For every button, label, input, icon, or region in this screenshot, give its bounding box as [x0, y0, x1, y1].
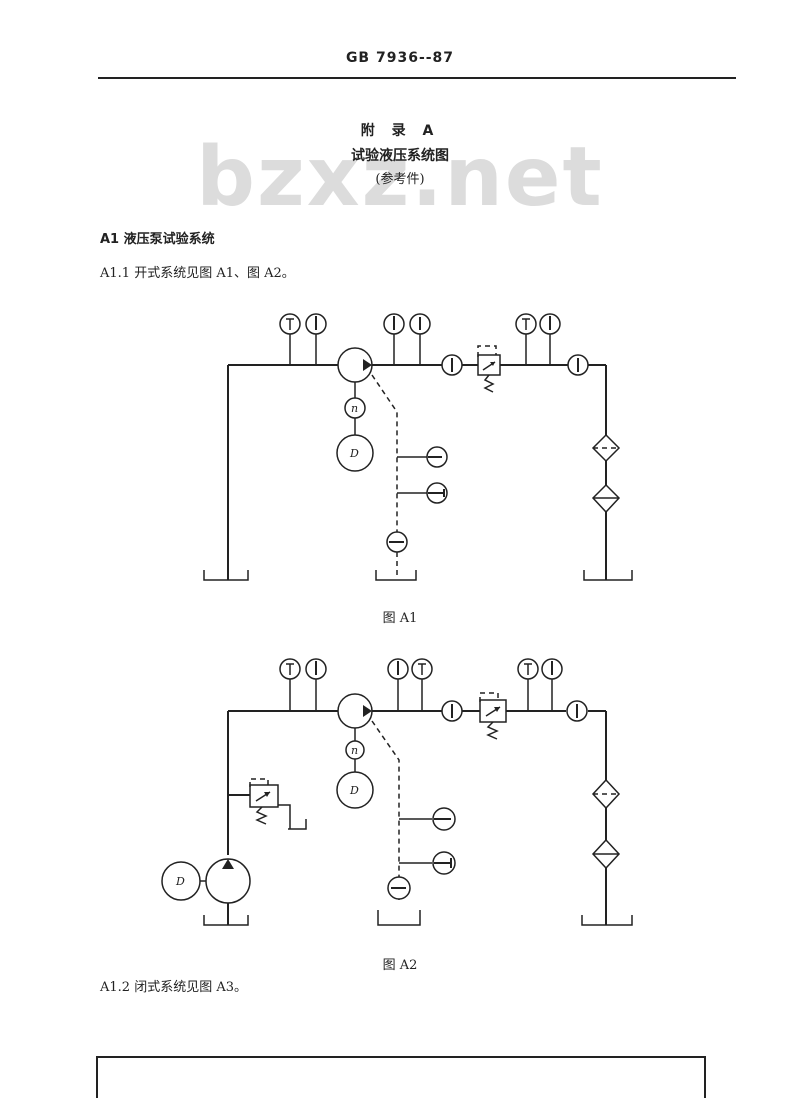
svg-text:D: D	[349, 784, 359, 797]
pressure-gauge-icon	[305, 658, 327, 680]
figure-a1-caption: 图 A1	[382, 611, 418, 626]
filter-icon	[591, 778, 621, 810]
temperature-gauge-icon	[517, 658, 539, 680]
page-header: GB 7936--87	[345, 50, 455, 66]
cooler-icon	[591, 838, 621, 870]
svg-text:D: D	[175, 875, 185, 888]
pressure-gauge-icon	[305, 313, 327, 335]
svg-text:D: D	[349, 447, 359, 460]
flow-meter-icon	[426, 482, 448, 504]
appendix-title: 附 录 A	[360, 123, 440, 139]
flow-meter-icon	[441, 354, 463, 376]
figure-a1-hydraulic-diagram: n D	[203, 313, 633, 581]
tank-2	[375, 570, 417, 581]
flow-meter-icon	[567, 354, 589, 376]
flow-meter-icon	[441, 700, 463, 722]
pump-icon	[337, 693, 373, 729]
section-heading-a1: A1 液压泵试验系统	[100, 232, 215, 247]
temperature-gauge-icon	[279, 313, 301, 335]
drain-line	[371, 720, 400, 877]
next-figure-frame	[96, 1056, 706, 1098]
appendix-subtitle: 试验液压系统图	[351, 148, 449, 164]
relief-valve-icon	[479, 692, 507, 740]
appendix-note: (参考件)	[375, 172, 425, 187]
paragraph-a1-1: A1.1 开式系统见图 A1、图 A2。	[100, 266, 295, 281]
tank-3	[581, 915, 633, 926]
speed-sensor-icon: n	[345, 740, 365, 760]
figure-a2-caption: 图 A2	[382, 958, 418, 973]
figure-a2-hydraulic-diagram: n D D	[161, 658, 633, 926]
flow-meter-icon	[432, 807, 456, 831]
tank-1	[203, 570, 249, 581]
drive-motor-icon: D	[336, 771, 374, 809]
tank-1	[203, 915, 249, 926]
watermark: bzxz.net	[196, 130, 604, 225]
svg-text:n: n	[351, 744, 358, 757]
charge-pump-icon	[205, 858, 251, 904]
temperature-gauge-icon	[279, 658, 301, 680]
tank-2	[377, 910, 421, 926]
flow-meter-icon	[432, 851, 456, 875]
temperature-gauge-icon	[411, 658, 433, 680]
pressure-gauge-icon	[541, 658, 563, 680]
drive-motor-icon: D	[161, 861, 201, 901]
pressure-gauge-icon	[409, 313, 431, 335]
pump-icon	[337, 347, 373, 383]
paragraph-a1-2: A1.2 闭式系统见图 A3。	[100, 980, 247, 995]
header-rule	[98, 77, 736, 79]
svg-text:n: n	[351, 402, 358, 415]
pressure-gauge-icon	[383, 313, 405, 335]
temperature-gauge-icon	[515, 313, 537, 335]
flow-meter-icon	[386, 531, 408, 553]
filter-icon	[591, 433, 621, 463]
relief-valve-icon	[477, 345, 501, 393]
relief-valve-icon	[249, 778, 307, 830]
cooler-icon	[591, 483, 621, 514]
drive-motor-icon: D	[336, 434, 374, 472]
flow-meter-icon	[566, 700, 588, 722]
flow-meter-icon	[426, 446, 448, 468]
pressure-gauge-icon	[387, 658, 409, 680]
pressure-gauge-icon	[539, 313, 561, 335]
tank-3	[583, 570, 633, 581]
drain-line	[371, 374, 398, 578]
speed-sensor-icon: n	[344, 397, 366, 419]
flow-meter-icon	[387, 876, 411, 900]
